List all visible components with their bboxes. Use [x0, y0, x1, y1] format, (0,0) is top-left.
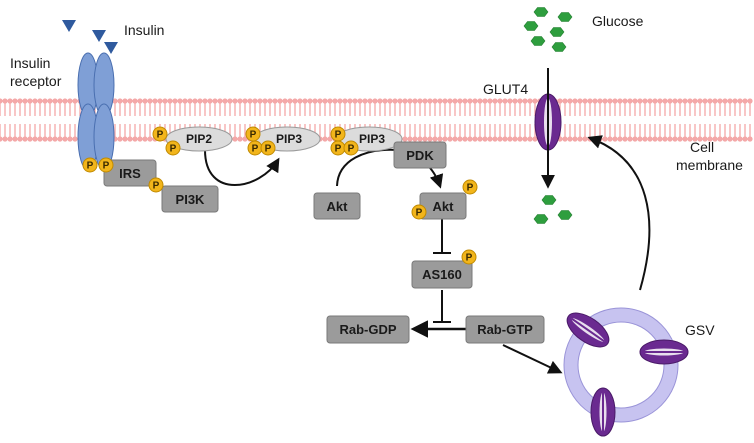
phosphate-label: P: [103, 161, 110, 172]
phosphate-icon: [260, 140, 276, 156]
glucose-icon: [551, 42, 567, 52]
phosphate-label: P: [250, 130, 257, 141]
glucose-icon: [523, 21, 539, 31]
insulin-icon: [62, 20, 76, 32]
phosphate-icon: [98, 157, 114, 173]
as160-label: AS160: [422, 267, 462, 282]
phosphate-label: P: [416, 208, 423, 219]
rab-gtp-node: Rab-GTP: [465, 315, 545, 344]
gsv-glut4-transporters: [566, 312, 689, 437]
phosphate-icon: [343, 140, 359, 156]
pi3k-label: PI3K: [176, 192, 206, 207]
phosphate-icon: [148, 177, 164, 193]
phosphate-icon: [82, 157, 98, 173]
pip2-label: PIP2: [186, 132, 212, 146]
gsv-label: GSV: [685, 322, 715, 338]
akt-inactive-label: Akt: [327, 199, 349, 214]
phosphate-icon: [165, 140, 181, 156]
glucose-label: Glucose: [592, 13, 644, 29]
glut4-label: GLUT4: [483, 81, 528, 97]
phosphate-label: P: [335, 144, 342, 155]
rab-gdp-node: Rab-GDP: [326, 315, 410, 344]
gsv-vesicle: [563, 307, 679, 423]
glucose-icon: [541, 195, 557, 205]
insulin-receptor-label-line2: receptor: [10, 73, 62, 89]
insulin-receptor-label-line1: Insulin: [10, 55, 50, 71]
insulin-receptor: [77, 52, 115, 171]
phosphate-icon: [152, 126, 168, 142]
as160-node: AS160: [411, 260, 473, 289]
glut4-transporter-icon: [639, 339, 689, 365]
rab-gtp-label: Rab-GTP: [477, 322, 533, 337]
phosphate-label: P: [157, 130, 164, 141]
pi3k-node: PI3K: [161, 185, 219, 213]
glucose-molecules: [523, 7, 573, 224]
glucose-icon: [533, 7, 549, 17]
phosphate-icon: [462, 179, 478, 195]
pdk-label: PDK: [406, 148, 434, 163]
pip3-a-label: PIP3: [276, 132, 302, 146]
insulin-label: Insulin: [124, 22, 164, 38]
phosphate-label: P: [348, 144, 355, 155]
phosphate-icon: [411, 204, 427, 220]
rab-gtp-to-gsv-arrow: [502, 344, 563, 374]
pip2-node: PIP2: [165, 126, 233, 152]
glucose-icon: [557, 210, 573, 220]
glut4-transporter-icon: [590, 387, 616, 437]
pdk-node: PDK: [393, 141, 447, 169]
pip3-b-label: PIP3: [359, 132, 385, 146]
phosphate-label: P: [170, 144, 177, 155]
phosphate-label: P: [265, 144, 272, 155]
akt-active-node: Akt: [419, 192, 467, 220]
cell-membrane-label-line2: membrane: [676, 157, 743, 173]
gsv-translocation-arrow: [587, 135, 651, 291]
akt-to-pdk-curve: [336, 148, 399, 187]
irs-label: IRS: [119, 166, 141, 181]
glut4-transporter-icon: [566, 312, 610, 348]
glucose-icon: [549, 27, 565, 37]
phosphate-label: P: [87, 161, 94, 172]
glucose-icon: [530, 36, 546, 46]
phosphate-label: P: [466, 253, 473, 264]
akt-inactive-node: Akt: [313, 192, 361, 220]
phosphate-icon: [461, 249, 477, 265]
rab-gdp-label: Rab-GDP: [339, 322, 396, 337]
phosphate-label: P: [153, 181, 160, 192]
cell-membrane-label-line1: Cell: [690, 139, 714, 155]
akt-active-label: Akt: [433, 199, 455, 214]
phosphate-label: P: [335, 130, 342, 141]
pip2-to-pip3-arrow: [204, 149, 280, 186]
insulin-icon: [92, 30, 106, 42]
irs-node: IRS: [103, 159, 157, 187]
phosphate-label: P: [252, 144, 259, 155]
insulin-icon: [104, 42, 118, 54]
glucose-icon: [533, 214, 549, 224]
phosphate-label: P: [467, 183, 474, 194]
glucose-icon: [557, 12, 573, 22]
insulin-molecules: [62, 20, 118, 54]
